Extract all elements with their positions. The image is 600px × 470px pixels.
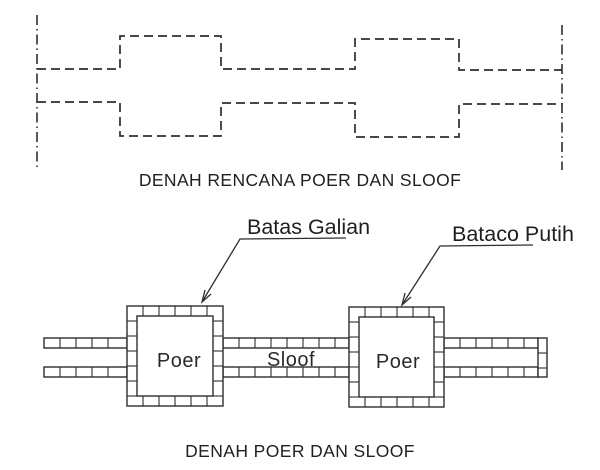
- batas-galian-leader-line: [201, 237, 347, 303]
- sloof-wall-left-bottom: [43, 366, 128, 378]
- plan-outline-lower: [37, 101, 562, 138]
- sloof-label: Sloof: [267, 349, 315, 371]
- sloof-wall-left-top: [43, 337, 128, 349]
- bataco-putih-callout: Bataco Putih: [400, 222, 574, 307]
- poer-right-label: Poer: [376, 351, 420, 373]
- bataco-putih-arrowhead-icon: [400, 292, 412, 307]
- batas-galian-arrowhead-icon: [200, 289, 212, 304]
- batas-galian-label: Batas Galian: [247, 215, 370, 239]
- bottom-plan: Batas Galian Bataco Putih Poer Sloof Poe…: [43, 215, 574, 461]
- batas-galian-callout: Batas Galian: [200, 215, 370, 304]
- top-plan: DENAH RENCANA POER DAN SLOOF: [36, 15, 563, 190]
- sloof-wall-mid-top: [222, 337, 350, 349]
- bataco-putih-leader-line: [401, 244, 534, 306]
- bottom-caption: DENAH POER DAN SLOOF: [185, 441, 415, 461]
- poer-left-label: Poer: [157, 350, 201, 372]
- top-caption: DENAH RENCANA POER DAN SLOOF: [139, 170, 461, 190]
- poer-right-wall-inner: [358, 316, 435, 398]
- brick-joint-ticks: [59, 306, 547, 407]
- sloof-wall-end-cap: [537, 337, 548, 378]
- plan-outline-upper: [37, 35, 562, 71]
- poer-left-wall-inner: [136, 315, 214, 397]
- bataco-putih-label: Bataco Putih: [452, 222, 574, 246]
